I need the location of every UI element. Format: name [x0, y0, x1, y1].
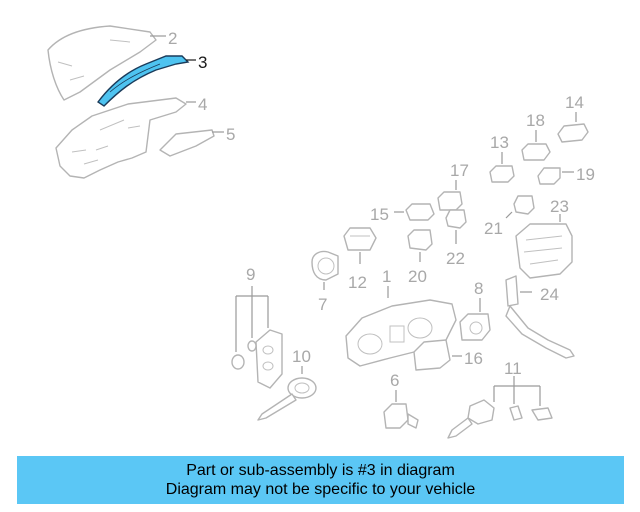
callout-23[interactable]: 23: [550, 197, 569, 216]
callout-7[interactable]: 7: [318, 295, 327, 314]
callout-24[interactable]: 24: [540, 285, 559, 304]
banner-line-1: Part or sub-assembly is #3 in diagram: [186, 462, 455, 479]
part-13-switch[interactable]: [489, 165, 515, 183]
part-11-ignition-switch[interactable]: [447, 399, 553, 439]
callout-8[interactable]: 8: [474, 279, 483, 298]
part-19-switch[interactable]: [537, 167, 561, 185]
callout-21[interactable]: 21: [484, 219, 503, 238]
part-24-sensor-harness[interactable]: [505, 275, 575, 359]
part-9-key-fob[interactable]: [231, 329, 283, 389]
part-8-sensor[interactable]: [459, 313, 491, 341]
part-4-dash-frame[interactable]: [55, 97, 187, 179]
part-16-panel[interactable]: [413, 339, 451, 371]
part-15-switch[interactable]: [405, 203, 435, 221]
callout-17[interactable]: 17: [450, 161, 469, 180]
callout-12[interactable]: 12: [348, 273, 367, 292]
part-18-switch[interactable]: [521, 143, 551, 161]
part-6-actuator[interactable]: [383, 403, 419, 429]
callout-11[interactable]: 11: [504, 359, 522, 378]
callout-3[interactable]: 3: [198, 53, 207, 72]
callout-10[interactable]: 10: [292, 347, 311, 366]
leader-21: [505, 211, 513, 219]
callout-5[interactable]: 5: [226, 125, 235, 144]
part-5-panel[interactable]: [159, 129, 215, 157]
part-2-dash-cover[interactable]: [47, 25, 157, 101]
callout-16[interactable]: 16: [464, 349, 483, 368]
part-10-key-blade[interactable]: [257, 377, 317, 421]
part-1-instrument-cluster[interactable]: [345, 299, 457, 367]
part-7-switch[interactable]: [311, 250, 339, 281]
part-14-switch[interactable]: [557, 123, 589, 143]
part-20-switch[interactable]: [407, 229, 433, 251]
callout-19[interactable]: 19: [576, 165, 595, 184]
callout-20[interactable]: 20: [408, 267, 427, 286]
callout-18[interactable]: 18: [526, 111, 545, 130]
callout-2[interactable]: 2: [168, 29, 177, 48]
banner-line-2: Diagram may not be specific to your vehi…: [165, 481, 476, 498]
callout-22[interactable]: 22: [446, 249, 465, 268]
part-12-switch[interactable]: [343, 227, 377, 251]
callout-13[interactable]: 13: [490, 133, 509, 152]
callout-1[interactable]: 1: [382, 267, 391, 286]
callout-14[interactable]: 14: [565, 93, 584, 112]
info-banner: Part or sub-assembly is #3 in diagram Di…: [17, 456, 624, 504]
part-23-control-unit[interactable]: [515, 223, 573, 279]
part-17-switch[interactable]: [437, 191, 463, 211]
parts-diagram: 2 3 4 5 14 18 13 19 17: [47, 25, 595, 439]
callout-4[interactable]: 4: [198, 95, 207, 114]
part-3-trim-strip[interactable]: [96, 55, 190, 107]
callout-15[interactable]: 15: [370, 205, 389, 224]
callout-6[interactable]: 6: [390, 371, 399, 390]
part-22-switch[interactable]: [445, 209, 467, 229]
part-21-switch[interactable]: [513, 195, 535, 215]
callout-9[interactable]: 9: [246, 265, 255, 284]
